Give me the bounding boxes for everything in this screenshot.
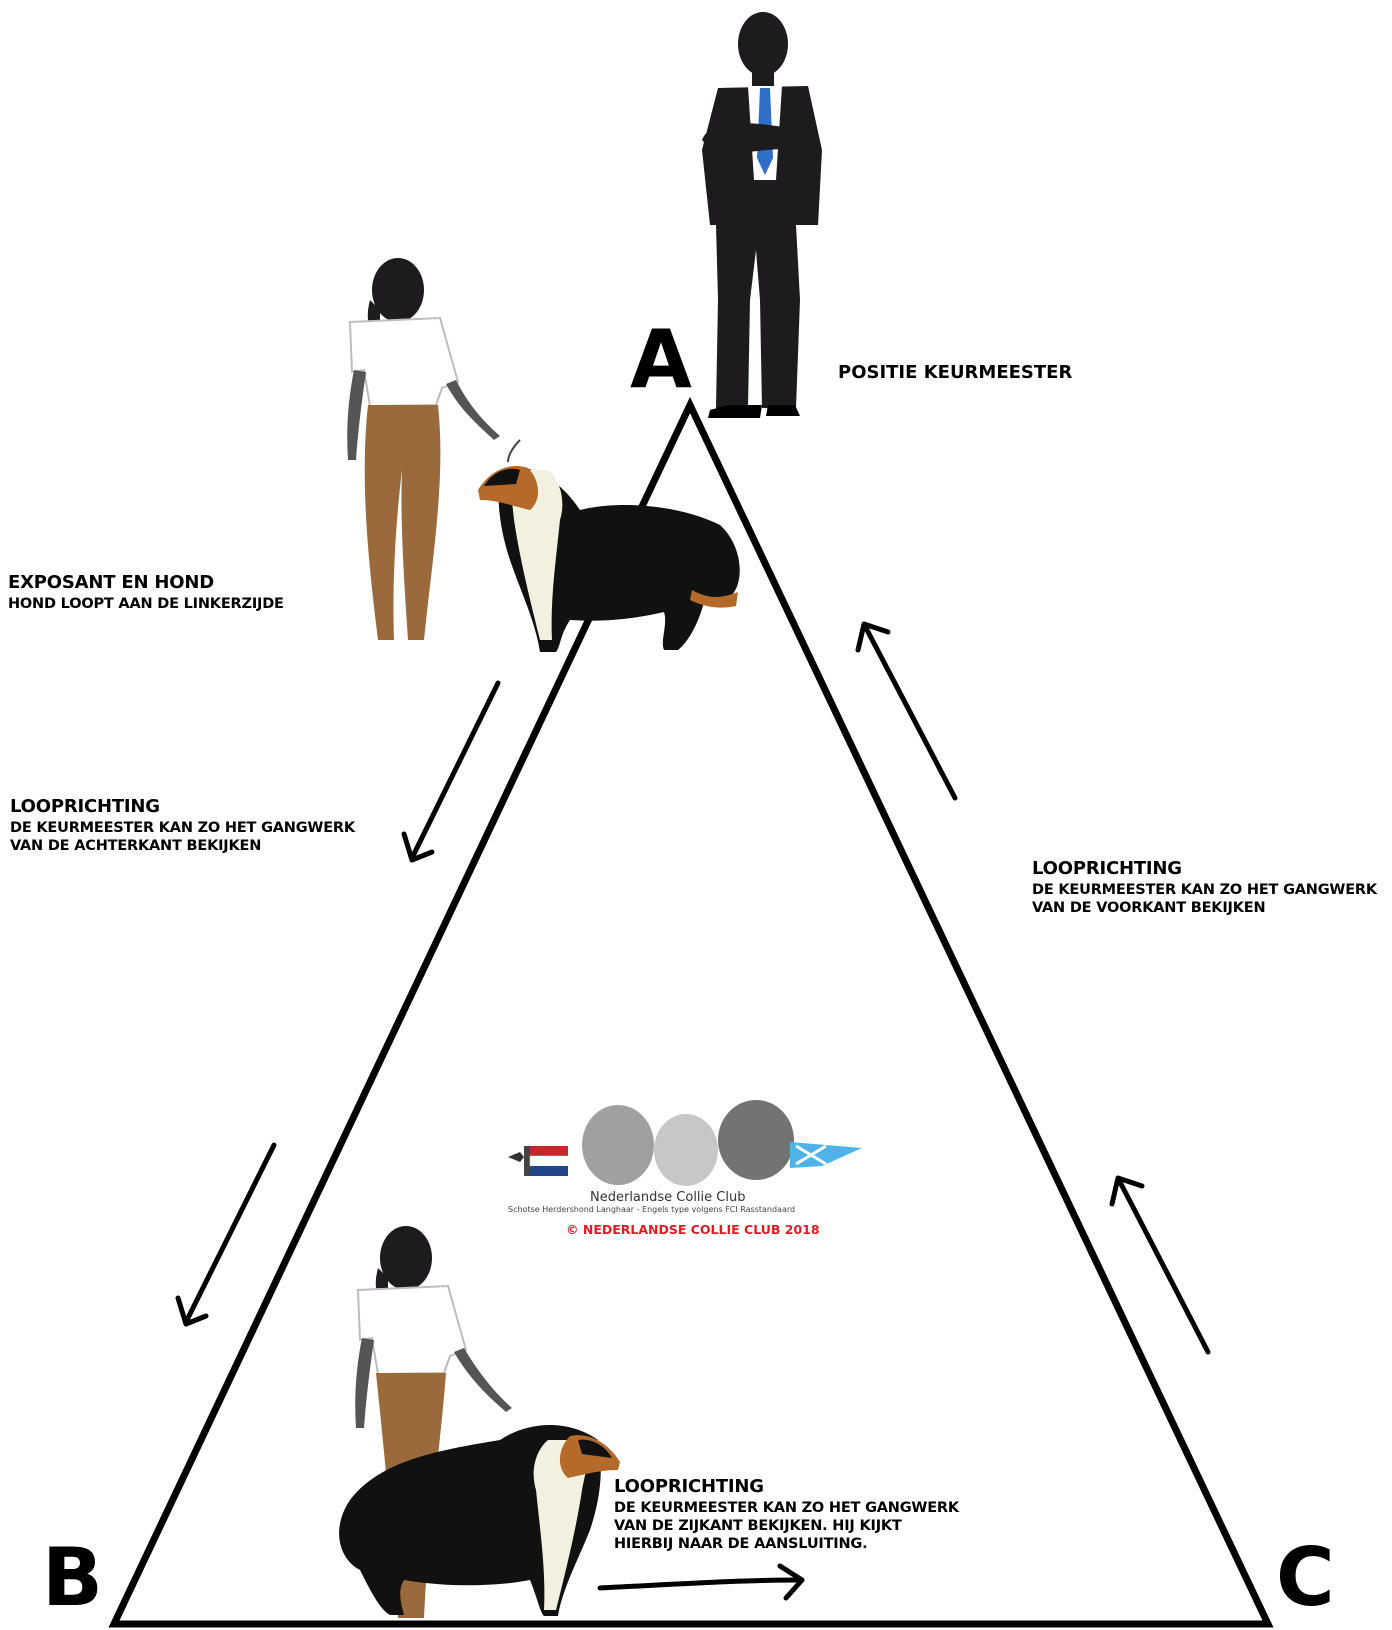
corner-b-label: B (42, 1531, 103, 1624)
exhibitor-label: EXPOSANT EN HOND HOND LOOPT AAN DE LINKE… (8, 572, 284, 613)
direction-side-line2: VAN DE ZIJKANT BEKIJKEN. HIJ KIJKT (614, 1517, 902, 1534)
arrow-icon (855, 621, 958, 801)
club-logo (508, 1100, 862, 1186)
arrow-icon (597, 1563, 805, 1601)
corner-a-label: A (630, 313, 692, 406)
direction-back-line2: VAN DE ACHTERKANT BEKIJKEN (10, 837, 262, 854)
direction-side-line3: HIERBIJ NAAR DE AANSLUITING. (614, 1535, 868, 1552)
handler-silhouette-top (347, 258, 500, 640)
club-name: Nederlandse Collie Club (590, 1190, 746, 1205)
direction-side-label: LOOPRICHTING DE KEURMEESTER KAN ZO HET G… (614, 1476, 959, 1553)
direction-front-title: LOOPRICHTING (1032, 858, 1182, 879)
direction-back-line1: DE KEURMEESTER KAN ZO HET GANGWERK (10, 819, 355, 836)
exhibitor-title: EXPOSANT EN HOND (8, 572, 214, 593)
judge-position-label: POSITIE KEURMEESTER (838, 362, 1073, 383)
direction-front-label: LOOPRICHTING DE KEURMEESTER KAN ZO HET G… (1032, 858, 1377, 917)
copyright-text: © NEDERLANDSE COLLIE CLUB 2018 (566, 1222, 820, 1237)
corner-c-label: C (1276, 1531, 1335, 1624)
arrow-icon (401, 680, 501, 863)
arrow-icon (175, 1142, 277, 1327)
direction-side-title: LOOPRICHTING (614, 1476, 764, 1497)
collie-silhouette-bottom (339, 1425, 620, 1616)
direction-back-label: LOOPRICHTING DE KEURMEESTER KAN ZO HET G… (10, 796, 355, 855)
walking-triangle (108, 396, 1274, 1628)
collie-silhouette-top (478, 439, 740, 652)
direction-front-line1: DE KEURMEESTER KAN ZO HET GANGWERK (1032, 881, 1377, 898)
direction-side-line1: DE KEURMEESTER KAN ZO HET GANGWERK (614, 1499, 959, 1516)
direction-back-title: LOOPRICHTING (10, 796, 160, 817)
arrow-icon (1109, 1175, 1211, 1355)
exhibitor-subtitle: HOND LOOPT AAN DE LINKERZIJDE (8, 595, 284, 612)
judge-silhouette (702, 12, 822, 418)
handler-silhouette-bottom (355, 1226, 512, 1618)
club-subtitle: Schotse Herdershond Langhaar - Engels ty… (508, 1205, 796, 1214)
direction-front-line2: VAN DE VOORKANT BEKIJKEN (1032, 899, 1266, 916)
